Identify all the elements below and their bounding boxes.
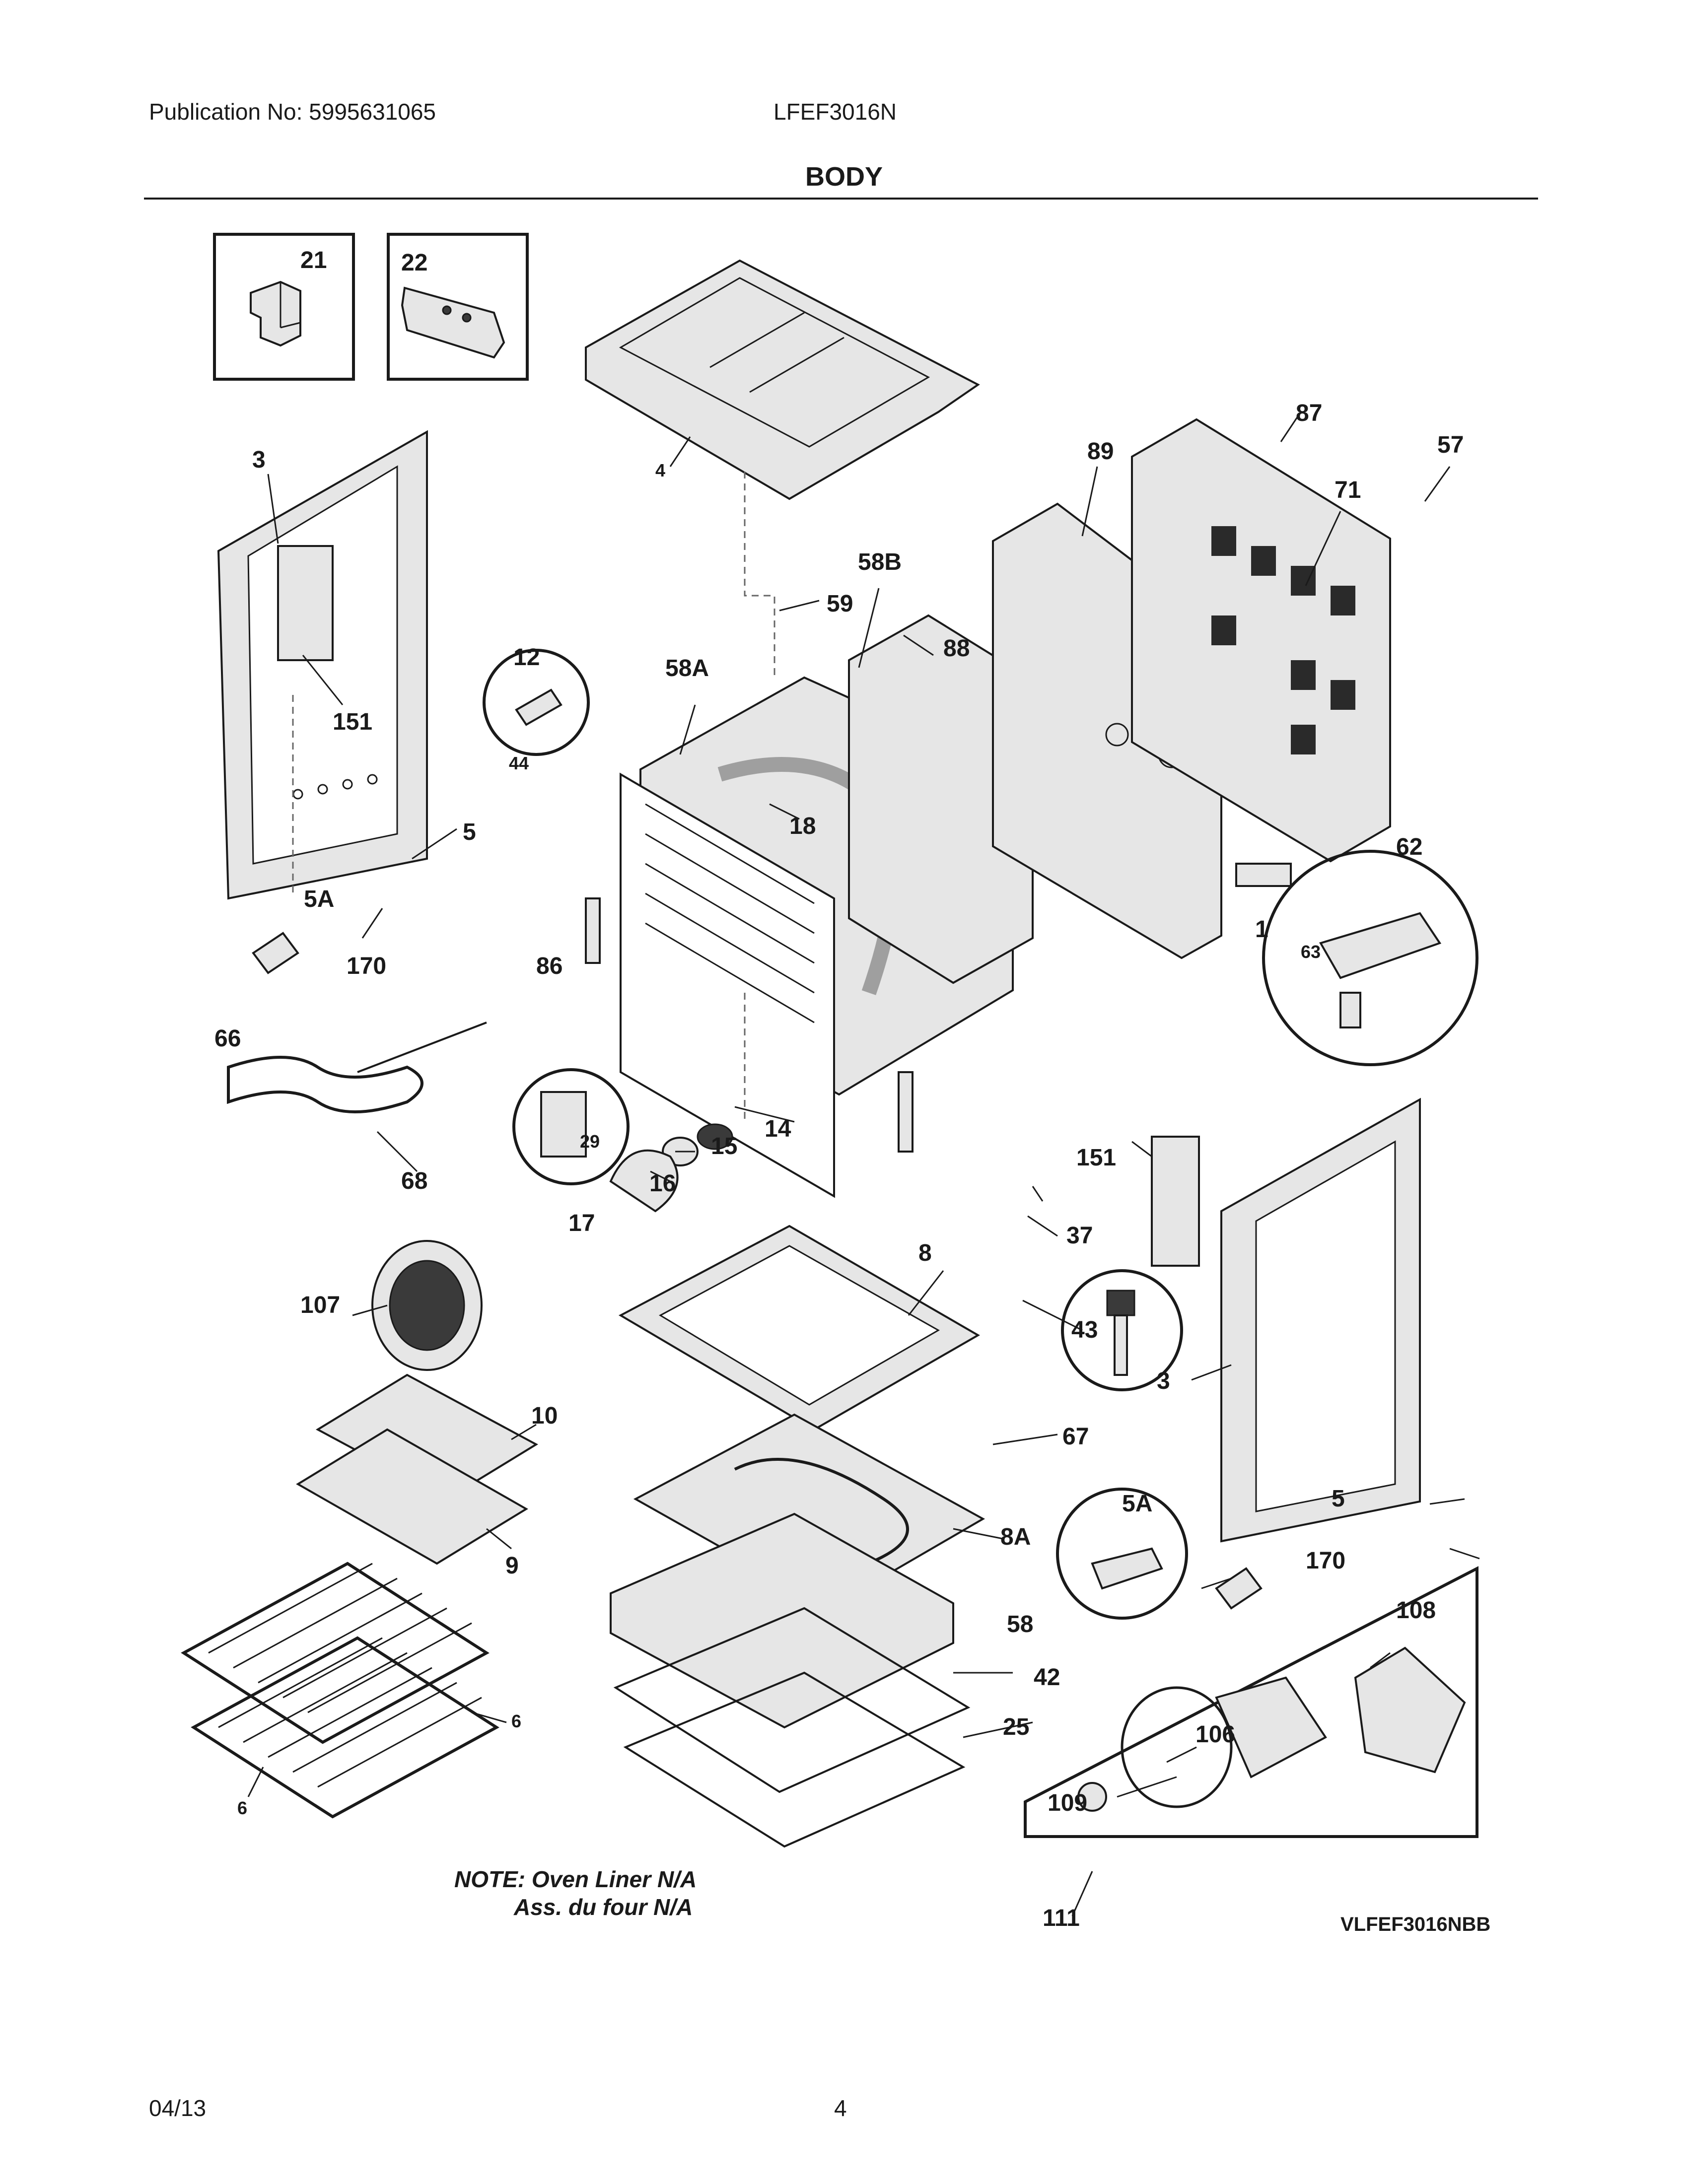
callout: 8 [918, 1240, 932, 1266]
detail-circle-5A [1056, 1488, 1188, 1620]
part-rack-support-right [898, 1071, 914, 1153]
part-broil-element [227, 1022, 487, 1113]
callout: 58 [1007, 1611, 1033, 1638]
part-bottom-panel-42 [613, 1607, 971, 1793]
callout: 107 [300, 1292, 340, 1318]
callout: 25 [1003, 1714, 1029, 1740]
callout: 17 [568, 1210, 595, 1236]
part-oven-bottom [618, 1225, 980, 1431]
callout: 86 [536, 953, 563, 979]
detail-circle-62 [1262, 850, 1478, 1066]
callout: 59 [827, 591, 853, 617]
part-rack-support-left [585, 897, 601, 964]
callout: 57 [1437, 432, 1464, 458]
callout: 62 [1396, 834, 1422, 860]
callout: 5 [463, 819, 476, 845]
callout: 68 [401, 1168, 427, 1194]
callout: 5 [1332, 1486, 1345, 1512]
part-rear-cover [1131, 418, 1391, 863]
callout: 8A [1000, 1524, 1031, 1550]
callout: 9 [505, 1553, 519, 1579]
callout: 111 [1043, 1905, 1080, 1931]
callout: 66 [214, 1025, 241, 1052]
part-bottom-insulation [610, 1512, 954, 1729]
page-title: BODY [805, 162, 883, 192]
callout: 106 [1196, 1721, 1235, 1748]
callout-labels: 21 22 4 87 89 57 71 3 58B 59 88 12 58A 4… [214, 247, 1464, 1931]
inset-box-21 [213, 233, 355, 381]
callout: 1 [1255, 916, 1268, 943]
callout: 63 [1301, 942, 1321, 962]
part-oven-rack-lower [191, 1636, 499, 1819]
callout: 89 [1087, 438, 1114, 465]
callout: 71 [1335, 477, 1361, 503]
callout: 29 [580, 1131, 600, 1152]
callout: 5A [304, 886, 334, 912]
callout: 3 [1157, 1368, 1170, 1394]
callout: 10 [531, 1403, 558, 1429]
callout: 108 [1396, 1597, 1436, 1624]
callout: 67 [1062, 1424, 1089, 1450]
callout: 12 [513, 644, 540, 671]
callout: 21 [300, 247, 327, 273]
part-left-side-panel [217, 430, 428, 900]
part-hinge-right [1215, 1567, 1263, 1610]
page-number: 4 [834, 2095, 847, 2121]
leader-lines [247, 411, 1480, 1916]
header-rule [144, 198, 1538, 200]
callout: 170 [347, 953, 386, 979]
detail-circle-43 [1061, 1269, 1183, 1391]
part-lamp-socket [697, 1123, 733, 1150]
detail-circle-29 [512, 1068, 630, 1185]
callout: 151 [1076, 1145, 1116, 1171]
callout: 15 [711, 1133, 737, 1160]
part-hinge-receptacle-right [1151, 1136, 1200, 1267]
callout: 42 [1034, 1664, 1060, 1691]
part-top-panel [585, 259, 980, 500]
callout: 22 [401, 250, 427, 276]
callout: 6 [511, 1711, 521, 1731]
inset-fan-motor [1024, 1566, 1478, 1838]
part-hinge-left [252, 932, 299, 974]
callout: 151 [333, 709, 372, 735]
assembly-line-top [744, 472, 775, 680]
callout: 58A [665, 655, 709, 682]
callout: 14 [765, 1116, 791, 1142]
callout: 170 [1306, 1548, 1345, 1574]
inset-box-22 [387, 233, 529, 381]
detail-circle-12 [483, 649, 590, 756]
note-line-1: NOTE: Oven Liner N/A [454, 1866, 697, 1892]
publication-number: Publication No: 5995631065 [149, 99, 436, 125]
callout: 109 [1048, 1790, 1087, 1816]
part-oven-rack-upper [181, 1562, 490, 1744]
callout: 87 [1296, 400, 1322, 426]
callout: 6 [237, 1798, 247, 1818]
callout: 4 [655, 460, 665, 480]
callout: 18 [789, 813, 816, 839]
callout: 16 [649, 1170, 676, 1197]
callout: 43 [1071, 1317, 1098, 1343]
callout: 5A [1122, 1491, 1152, 1517]
callout: 58B [858, 549, 902, 575]
callout: 88 [943, 635, 970, 662]
part-bottom-panel-25 [623, 1671, 966, 1848]
model-number: LFEF3016N [774, 99, 897, 125]
callout: 44 [509, 753, 529, 773]
note-line-2: Ass. du four N/A [513, 1894, 693, 1920]
part-right-side-panel [1220, 1097, 1421, 1543]
part-lamp-lens [609, 1149, 679, 1213]
part-fan-cover [371, 1240, 483, 1371]
part-broil-pan [296, 1428, 528, 1565]
diagram-code: VLFEF3016NBB [1340, 1913, 1490, 1935]
footer-date: 04/13 [149, 2095, 207, 2121]
part-terminal-block [1235, 863, 1292, 887]
callout: 37 [1066, 1223, 1093, 1249]
callout: 3 [252, 447, 266, 473]
part-insulation-back [848, 614, 1034, 984]
